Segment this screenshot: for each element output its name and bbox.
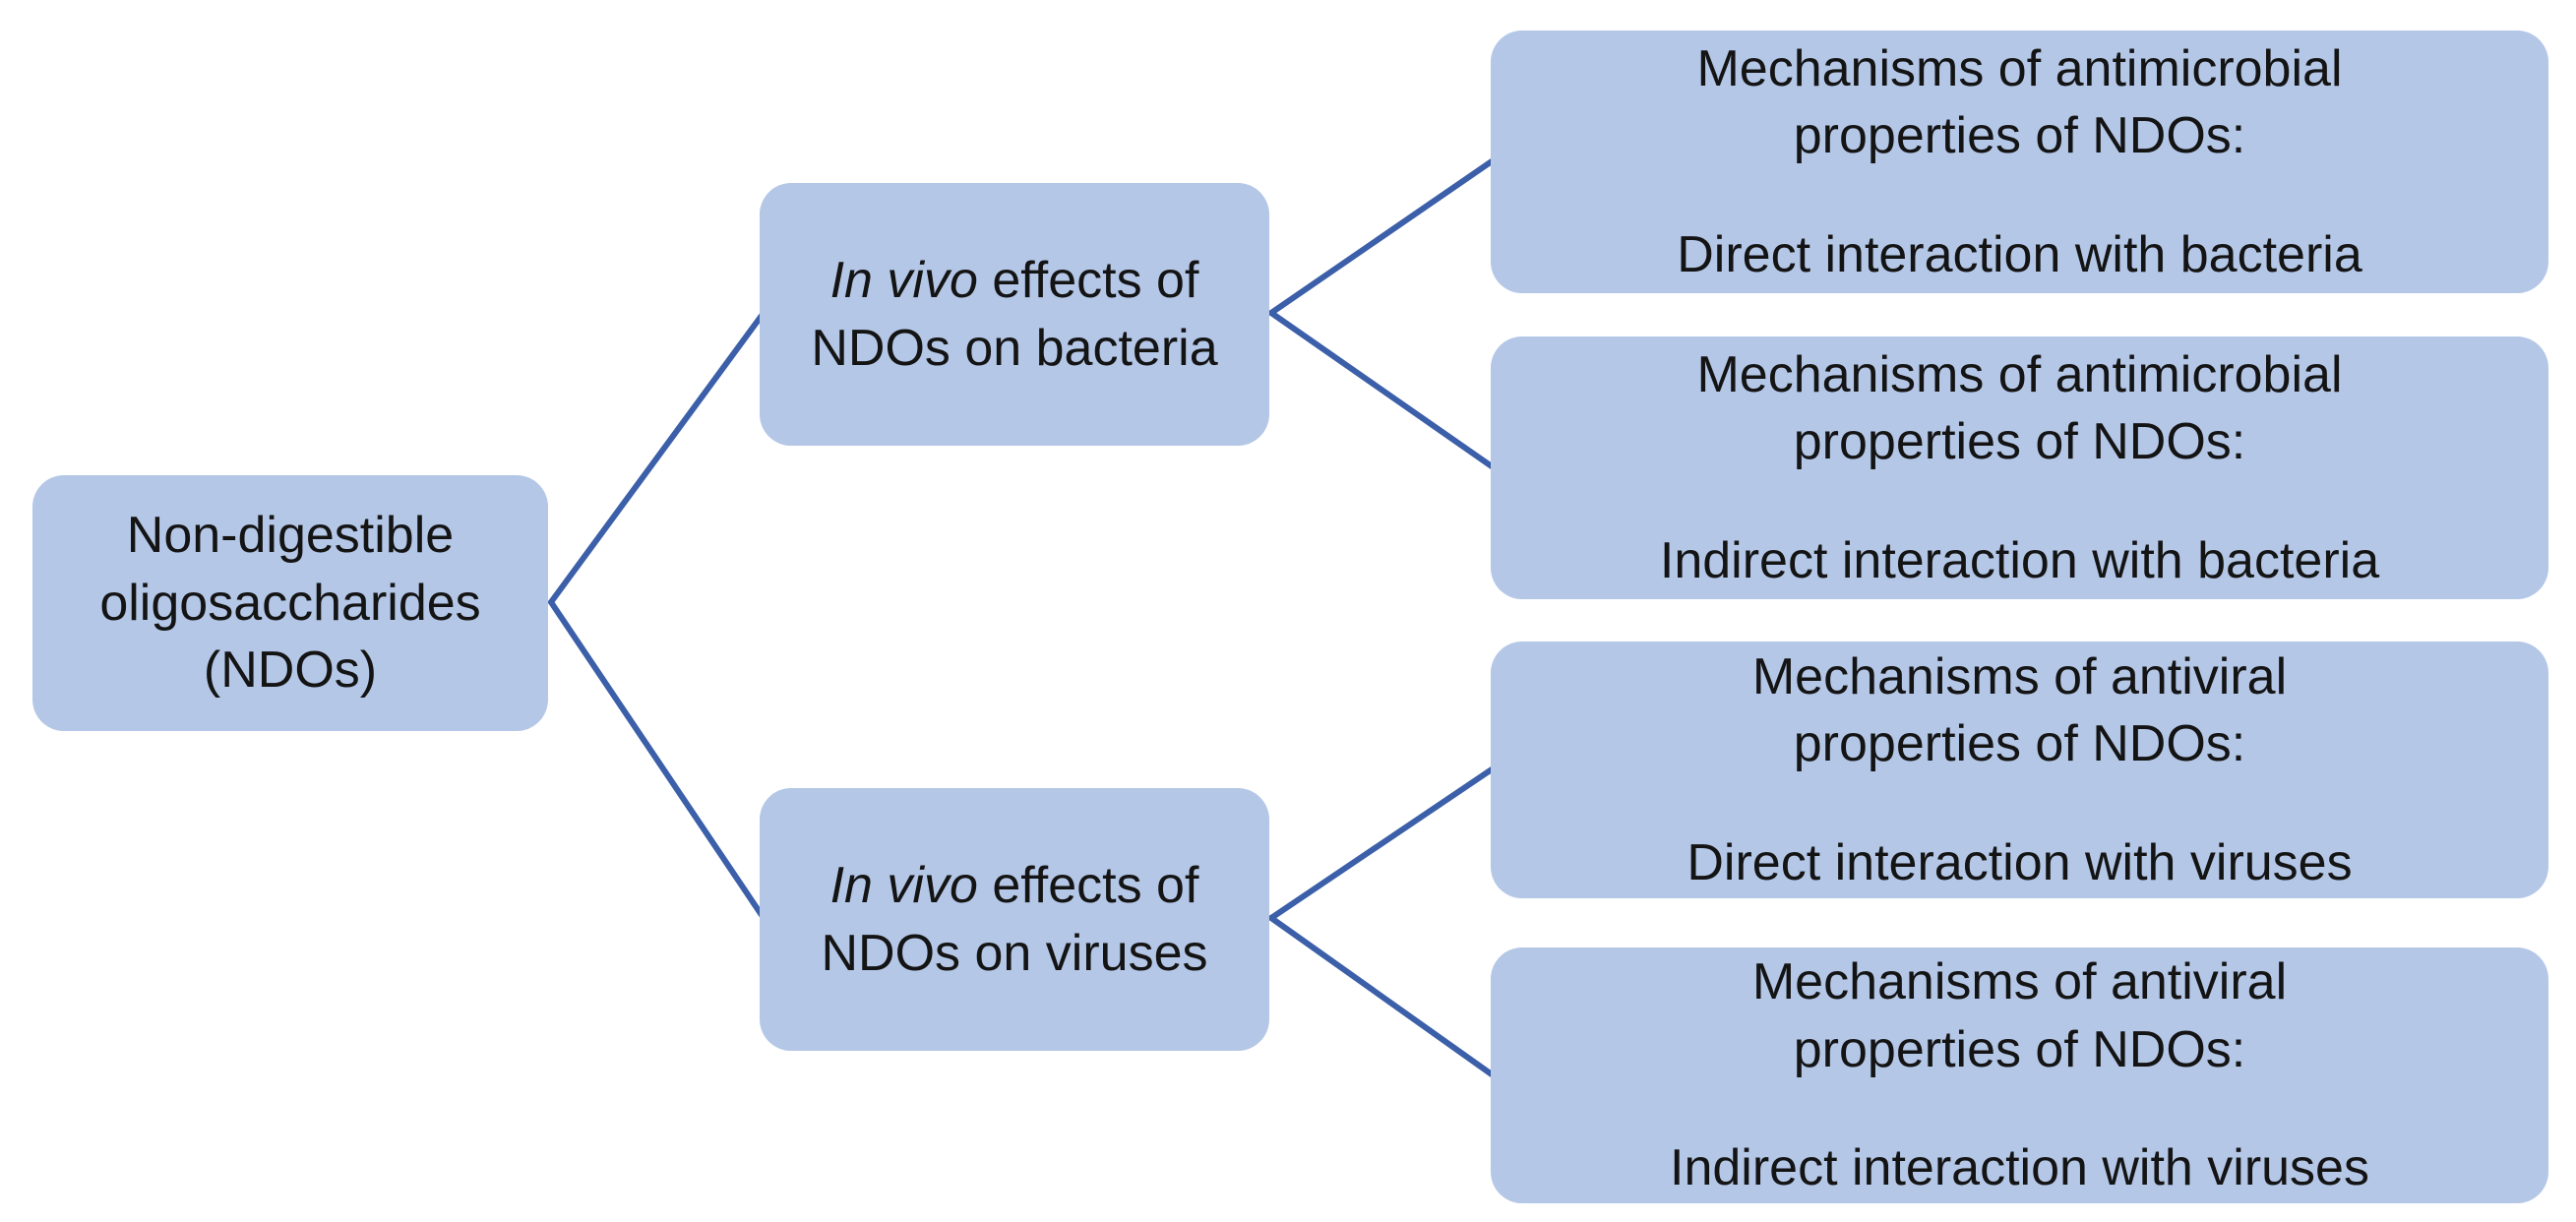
node-subtitle: Direct interaction with viruses	[1687, 833, 2353, 891]
text-segment: effects of	[977, 251, 1199, 309]
node-antiviral-direct: Mechanisms of antiviral properties of ND…	[1491, 642, 2548, 898]
node-invivo-viruses: In vivo effects of NDOs on viruses	[760, 788, 1269, 1051]
node-title: Mechanisms of antimicrobial properties o…	[1696, 341, 2342, 476]
node-invivo-bacteria: In vivo effects of NDOs on bacteria	[760, 183, 1269, 446]
node-subtitle: Direct interaction with bacteria	[1677, 225, 2362, 283]
node-subtitle: Indirect interaction with viruses	[1670, 1139, 2369, 1197]
text-line: Mechanisms of antiviral	[1751, 953, 2288, 1011]
connector-viruses-to-indirect	[1268, 915, 1495, 1077]
text-line: In vivo effects of	[830, 247, 1199, 315]
connector-viruses-to-direct	[1268, 766, 1495, 921]
italic-text: In vivo	[829, 251, 978, 309]
text-line: In vivo effects of	[830, 852, 1199, 920]
text-line: Mechanisms of antimicrobial	[1696, 39, 2343, 97]
italic-text: In vivo	[829, 856, 978, 914]
text-line: properties of NDOs:	[1793, 1020, 2246, 1078]
text-line: Mechanisms of antiviral	[1751, 647, 2288, 705]
node-subtitle: Indirect interaction with bacteria	[1659, 531, 2380, 589]
node-title: Mechanisms of antimicrobial properties o…	[1696, 35, 2342, 170]
connector-bacteria-to-direct	[1268, 158, 1495, 316]
text-line: (NDOs)	[203, 642, 378, 700]
text-line: properties of NDOs:	[1793, 413, 2246, 471]
text-line: NDOs on viruses	[821, 924, 1208, 982]
text-line: properties of NDOs:	[1793, 107, 2246, 165]
text-line: properties of NDOs:	[1793, 715, 2246, 773]
text-line: oligosaccharides	[99, 574, 481, 632]
text-line: NDOs on bacteria	[811, 319, 1218, 377]
text-segment: effects of	[977, 856, 1199, 914]
text-line: Non-digestible	[126, 507, 455, 565]
node-title: Mechanisms of antiviral properties of ND…	[1752, 948, 2287, 1083]
node-antimicrobial-direct: Mechanisms of antimicrobial properties o…	[1491, 31, 2548, 293]
node-antiviral-indirect: Mechanisms of antiviral properties of ND…	[1491, 947, 2548, 1203]
node-antimicrobial-indirect: Mechanisms of antimicrobial properties o…	[1491, 336, 2548, 599]
text-line: Mechanisms of antimicrobial	[1696, 345, 2343, 403]
connector-root-to-bacteria	[548, 310, 767, 605]
connector-bacteria-to-indirect	[1268, 310, 1495, 469]
node-ndos-root: Non-digestible oligosaccharides (NDOs)	[32, 475, 548, 731]
node-title: Mechanisms of antiviral properties of ND…	[1752, 643, 2287, 778]
connector-root-to-viruses	[548, 599, 767, 921]
